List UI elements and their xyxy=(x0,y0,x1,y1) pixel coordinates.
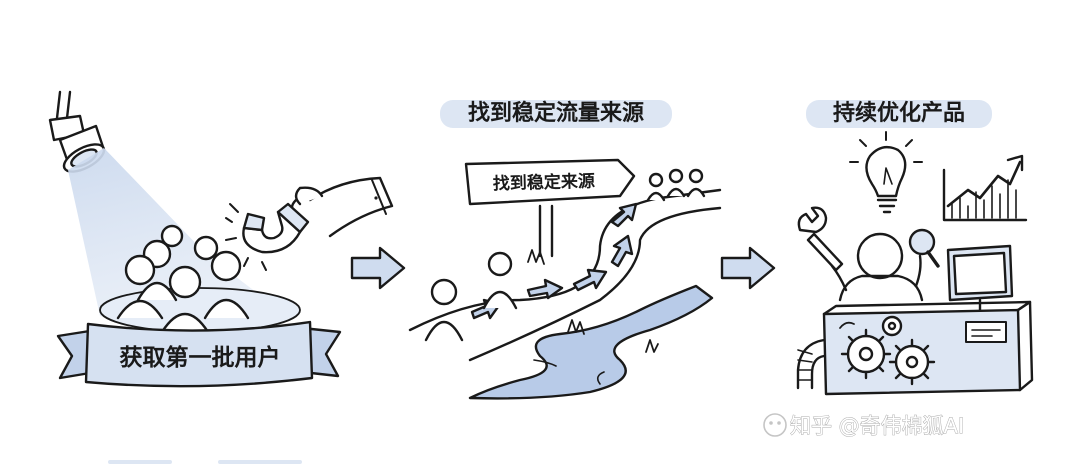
panel2-title-highlight xyxy=(440,100,672,128)
panel3-title: 持续优化产品 xyxy=(833,100,965,126)
crowd-icon xyxy=(116,224,250,334)
watermark-text: 知乎 @奇伟棉狐AI xyxy=(790,414,964,438)
spotlight-icon xyxy=(48,90,106,173)
panel-optimize-product xyxy=(796,131,1034,396)
panel2-title: 找到稳定流量来源 xyxy=(468,100,644,126)
panel-get-first-users xyxy=(48,90,394,388)
magnet-hand-icon xyxy=(225,176,394,271)
river xyxy=(468,284,714,400)
watermark xyxy=(763,413,787,437)
engineer-person-icon xyxy=(830,232,924,302)
panel-find-traffic xyxy=(408,158,722,400)
lightbulb-icon xyxy=(849,131,923,214)
walker-people-icon xyxy=(424,168,706,342)
panel1-banner-text: 获取第一批用户 xyxy=(120,344,281,371)
panel3-title-highlight xyxy=(806,100,992,128)
monitor-icon xyxy=(946,244,1014,316)
wrench-icon xyxy=(797,206,844,272)
flow-arrow-1 xyxy=(350,246,406,290)
banner-ribbon xyxy=(56,320,342,388)
signpost-icon xyxy=(464,158,636,258)
magnifier-icon xyxy=(908,228,940,268)
signpost-text: 找到稳定来源 xyxy=(493,171,596,195)
pipe-icon xyxy=(796,338,826,390)
flow-arrow-2 xyxy=(720,246,776,290)
chat-bubble-icon xyxy=(763,413,787,437)
growth-chart-icon xyxy=(942,154,1028,222)
gear-icon xyxy=(840,315,936,386)
road-arrows xyxy=(470,202,638,320)
